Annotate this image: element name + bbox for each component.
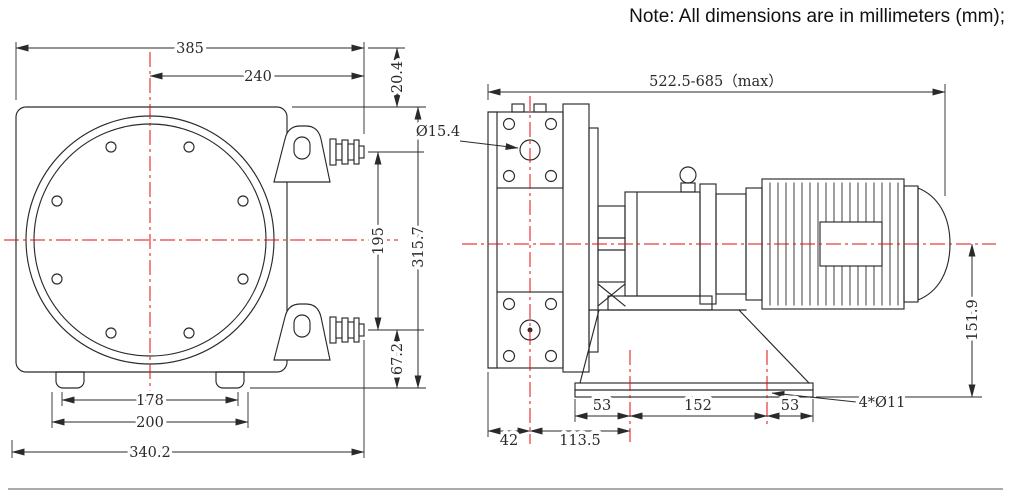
front-centerlines <box>4 52 398 404</box>
dim-bottom-offset: 67.2 <box>390 343 406 375</box>
flange-bolt-holes <box>502 117 558 363</box>
side-gearbox <box>597 166 747 311</box>
dim-top-offset: 20.4 <box>390 61 406 93</box>
cover-bolt-holes <box>51 141 249 339</box>
dim-width-overall: 385 <box>176 41 204 57</box>
pump-backing-plate <box>562 103 590 373</box>
right-foot <box>215 371 245 389</box>
gearbox-foot-plate <box>607 295 713 311</box>
side-centerlines <box>462 96 996 444</box>
dim-mount-holes: 4*Ø11 <box>859 395 906 411</box>
flange-tab <box>511 103 525 113</box>
leader-port-bore <box>459 140 519 150</box>
dim-length-overall: 522.5-685（max） <box>649 73 783 90</box>
dim-hole-edge-left: 53 <box>593 398 611 414</box>
dim-feet-outer: 200 <box>136 415 164 431</box>
dim-base-width: 340.2 <box>129 445 171 461</box>
dim-axis-to-base: 151.9 <box>965 299 981 341</box>
left-foot <box>55 371 85 389</box>
front-feet <box>55 371 245 389</box>
upper-hose-barb <box>329 138 365 166</box>
lifting-eyebolt <box>679 166 697 184</box>
gearbox-brace <box>597 283 626 307</box>
front-lower-port <box>273 303 365 361</box>
eyebolt-base <box>680 182 696 193</box>
dim-hole-pitch: 152 <box>684 398 712 414</box>
stand-right-slant <box>738 309 810 384</box>
side-extension-lines <box>487 84 982 437</box>
leader-mount-holes <box>771 390 857 403</box>
dim-left-overhang: 42 <box>500 433 518 449</box>
pump-side-view: 522.5-685（max） Ø15.4 151.9 53 152 53 42 … <box>412 70 996 453</box>
front-upper-port <box>273 125 365 183</box>
dim-port-spacing: 195 <box>371 227 387 255</box>
dim-width-center-to-port: 240 <box>244 69 272 85</box>
dim-height-overall: 315.7 <box>411 226 427 268</box>
dim-port-bore: Ø15.4 <box>416 124 460 140</box>
pump-front-view: 385 240 20.4 195 315.7 67.2 178 200 340.… <box>4 38 431 465</box>
side-pump-head <box>487 103 599 373</box>
units-note: Note: All dimensions are in millimeters … <box>629 6 1005 27</box>
lower-port-slot <box>293 314 311 338</box>
lower-hose-barb <box>329 316 365 344</box>
dim-port-to-hole: 113.5 <box>559 433 601 449</box>
flange-tab <box>533 103 547 113</box>
upper-port-slot <box>293 136 311 160</box>
front-extension-lines <box>11 42 426 458</box>
dim-feet-inner: 178 <box>136 393 164 409</box>
pump-cover-profile <box>487 111 498 369</box>
dim-hole-edge-right: 53 <box>781 398 799 414</box>
gearbox-body <box>624 191 701 297</box>
stand-left-slant <box>579 309 600 384</box>
side-dimensions: 522.5-685（max） Ø15.4 151.9 53 152 53 42 … <box>412 70 984 453</box>
side-stand <box>574 309 814 398</box>
front-dimensions: 385 240 20.4 195 315.7 67.2 178 200 340.… <box>11 38 431 465</box>
